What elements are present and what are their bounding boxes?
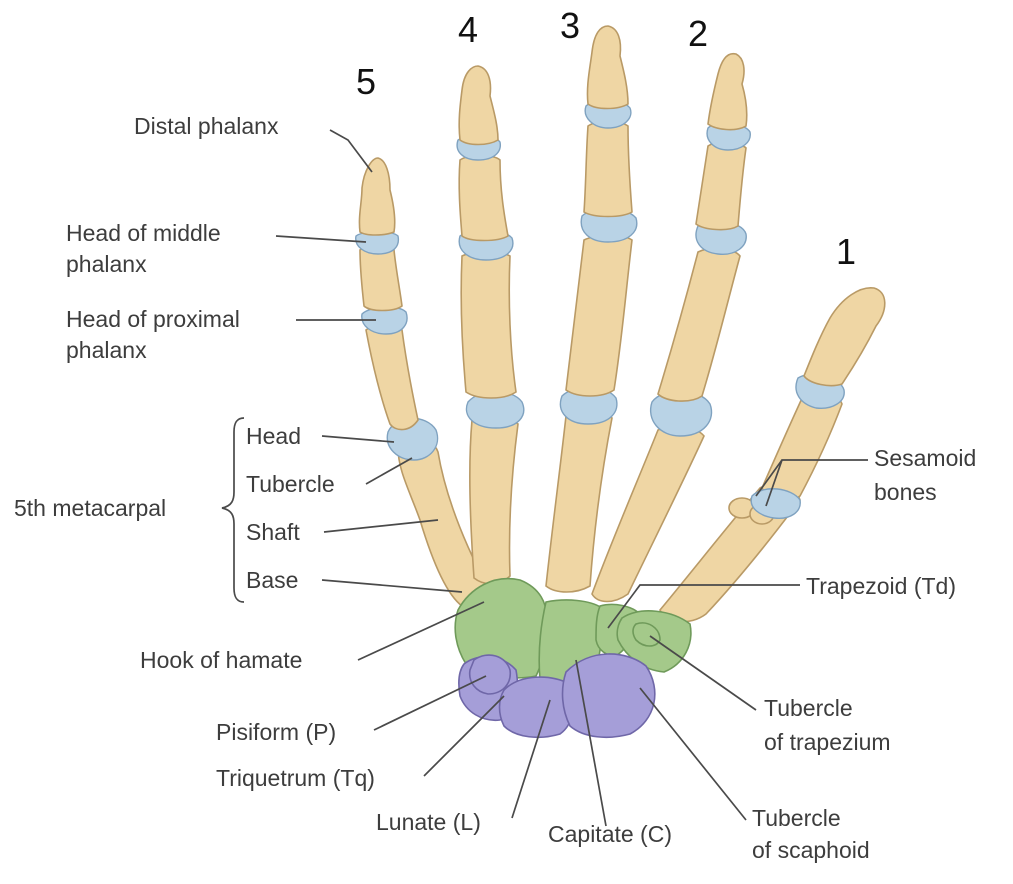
label-hook-of-hamate: Hook of hamate bbox=[140, 647, 302, 673]
digit-1-distal-phalanx bbox=[803, 287, 886, 387]
label-tubercle: Tubercle bbox=[246, 471, 335, 497]
label-head-proximal-line1: Head of proximal bbox=[66, 306, 240, 332]
digit-1 bbox=[659, 287, 886, 623]
leader-hook-of-hamate bbox=[357, 601, 485, 661]
digit-1-metacarpal-head bbox=[750, 488, 801, 519]
labels: Distal phalanx Head of middle phalanx He… bbox=[14, 113, 976, 863]
leader-lines bbox=[221, 129, 868, 827]
label-sesamoid-line2: bones bbox=[874, 479, 937, 505]
digit-2 bbox=[591, 52, 751, 603]
label-tubercle-trapezium-line1: Tubercle bbox=[764, 695, 853, 721]
digit-4-metacarpal bbox=[469, 415, 519, 585]
digit-5-proximal-phalanx bbox=[365, 323, 419, 431]
leader-sesamoid-b bbox=[765, 459, 783, 507]
digit-number-5: 5 bbox=[356, 61, 376, 102]
leader-head bbox=[321, 435, 395, 443]
digit-2-middle-phalanx bbox=[695, 141, 747, 231]
leader-head-middle bbox=[275, 235, 367, 243]
tubercle-of-trapezium-shape bbox=[632, 622, 661, 647]
label-shaft: Shaft bbox=[246, 519, 300, 545]
distal-carpal-row bbox=[454, 577, 692, 689]
label-5th-metacarpal: 5th metacarpal bbox=[14, 495, 166, 521]
leader-capitate bbox=[575, 659, 607, 827]
digit-3-distal-phalanx bbox=[586, 25, 629, 110]
digit-3-middle-phalanx bbox=[583, 120, 633, 218]
label-head-middle-line1: Head of middle bbox=[66, 220, 221, 246]
label-head-proximal-line2: phalanx bbox=[66, 337, 147, 363]
digit-5-middle-phalanx bbox=[359, 244, 403, 312]
fifth-metacarpal-brace bbox=[221, 417, 245, 603]
label-tubercle-trapezium-line2: of trapezium bbox=[764, 729, 891, 755]
leader-base bbox=[321, 579, 463, 593]
label-head-middle-line2: phalanx bbox=[66, 251, 147, 277]
digit-numbers: 5 4 3 2 1 bbox=[356, 5, 856, 272]
digit-4-middle-phalanx bbox=[458, 154, 509, 242]
digit-4 bbox=[456, 65, 525, 585]
leader-tubercle-scaphoid bbox=[639, 687, 747, 821]
digit-4-proximal-phalanx bbox=[460, 250, 517, 399]
label-lunate: Lunate (L) bbox=[376, 809, 481, 835]
label-trapezoid: Trapezoid (Td) bbox=[806, 573, 956, 599]
leader-tubercle bbox=[365, 457, 413, 485]
label-sesamoid-line1: Sesamoid bbox=[874, 445, 976, 471]
leader-trapezoid bbox=[607, 584, 800, 629]
digit-2-distal-phalanx bbox=[707, 52, 748, 131]
lunate bbox=[498, 676, 575, 739]
digit-number-4: 4 bbox=[458, 9, 478, 50]
proximal-carpal-row bbox=[458, 653, 656, 739]
digit-5 bbox=[355, 157, 489, 609]
leader-lunate bbox=[511, 699, 551, 819]
leader-tubercle-trapezium bbox=[649, 635, 757, 711]
leader-triquetrum bbox=[423, 695, 505, 777]
digit-5-distal-phalanx bbox=[358, 157, 396, 236]
digit-3-proximal-phalanx bbox=[565, 234, 633, 397]
label-distal-phalanx: Distal phalanx bbox=[134, 113, 279, 139]
pisiform bbox=[468, 654, 512, 695]
digit-number-1: 1 bbox=[836, 231, 856, 272]
label-triquetrum: Triquetrum (Tq) bbox=[216, 765, 375, 791]
leader-pisiform bbox=[373, 675, 487, 731]
digit-number-2: 2 bbox=[688, 13, 708, 54]
label-capitate: Capitate (C) bbox=[548, 821, 672, 847]
label-tubercle-scaphoid-line1: Tubercle bbox=[752, 805, 841, 831]
digit-3 bbox=[545, 25, 638, 593]
digit-2-proximal-phalanx bbox=[657, 247, 741, 402]
label-base: Base bbox=[246, 567, 298, 593]
digit-number-3: 3 bbox=[560, 5, 580, 46]
label-pisiform: Pisiform (P) bbox=[216, 719, 336, 745]
digit-2-metacarpal bbox=[591, 425, 705, 603]
leader-distal-phalanx bbox=[329, 129, 373, 173]
leader-shaft bbox=[323, 519, 439, 533]
label-tubercle-scaphoid-line2: of scaphoid bbox=[752, 837, 870, 863]
label-head: Head bbox=[246, 423, 301, 449]
digit-4-distal-phalanx bbox=[458, 65, 499, 146]
digit-3-metacarpal bbox=[545, 410, 613, 593]
